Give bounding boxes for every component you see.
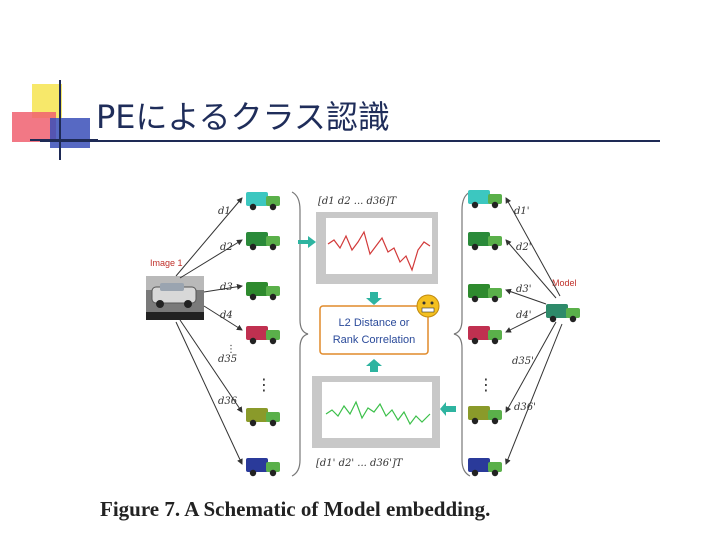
image-label: Image 1 (150, 258, 183, 268)
decoration-blue-square (50, 118, 90, 148)
truck-icon (246, 192, 280, 211)
bottom-vector-label: [d1' d2' ... d36']T (316, 458, 404, 469)
truck-icon (468, 232, 502, 251)
left-model-views: ⋮ (246, 192, 280, 477)
decoration-red-square (12, 112, 56, 142)
left-label-d4: d4 (220, 310, 233, 321)
right-label-d4: d4' (516, 310, 532, 321)
bottom-signal-chart (312, 376, 440, 448)
left-label-d36: d36 (218, 396, 238, 407)
right-fan-arrows (505, 197, 563, 465)
left-trucks-ellipsis: ⋮ (256, 375, 272, 394)
right-label-d3: d3' (516, 284, 532, 295)
top-vector-label: [d1 d2 ... d36]T (318, 196, 398, 207)
slide-title: PEによるクラス認識 (96, 98, 390, 136)
left-ellipsis: ⋮ (226, 344, 236, 355)
truck-icon (468, 326, 502, 345)
top-signal-chart (316, 212, 438, 284)
truck-icon (246, 408, 280, 427)
right-label-d1: d1' (514, 206, 530, 217)
model-truck-icon (546, 304, 580, 323)
figure-caption: Figure 7. A Schematic of Model embedding… (100, 497, 491, 521)
top-arrow-from-left (298, 236, 316, 248)
left-label-d35: d35 (218, 354, 237, 365)
arrow-down-to-box (366, 292, 382, 305)
input-image (146, 276, 204, 320)
right-distance-labels: d1' d2' d3' d4' d35' d36' (512, 206, 536, 413)
distance-box-line-2: Rank Correlation (333, 334, 416, 346)
truck-icon (468, 284, 502, 303)
left-label-d1: d1 (218, 206, 231, 217)
truck-icon (246, 232, 280, 251)
bottom-arrow-from-right (440, 402, 456, 416)
right-label-d2: d2' (516, 242, 532, 253)
left-brace (291, 191, 309, 477)
right-label-d36: d36' (514, 402, 536, 413)
truck-icon (246, 458, 280, 477)
left-label-d2: d2 (220, 242, 233, 253)
right-brace (453, 191, 471, 477)
truck-icon (468, 458, 502, 477)
truck-icon (246, 326, 280, 345)
truck-icon (246, 282, 280, 301)
smiley-icon (416, 294, 440, 318)
truck-icon (468, 406, 502, 425)
distance-box: L2 Distance or Rank Correlation (319, 305, 429, 355)
right-trucks-ellipsis: ⋮ (478, 375, 494, 394)
left-distance-labels: d1 d2 d3 d4 d35 d36 ⋮ (218, 206, 238, 407)
model-label: Model (552, 278, 577, 288)
arrow-up-to-box (366, 359, 382, 372)
distance-box-line-1: L2 Distance or (339, 317, 410, 329)
left-label-d3: d3 (220, 282, 233, 293)
truck-icon (468, 190, 502, 209)
title-underline (40, 140, 660, 142)
right-model-views: ⋮ (468, 190, 502, 477)
bottom-signal-line (325, 400, 431, 426)
top-signal-line (327, 230, 431, 272)
right-label-d35: d35' (512, 356, 534, 367)
left-fan-arrows (175, 197, 243, 465)
